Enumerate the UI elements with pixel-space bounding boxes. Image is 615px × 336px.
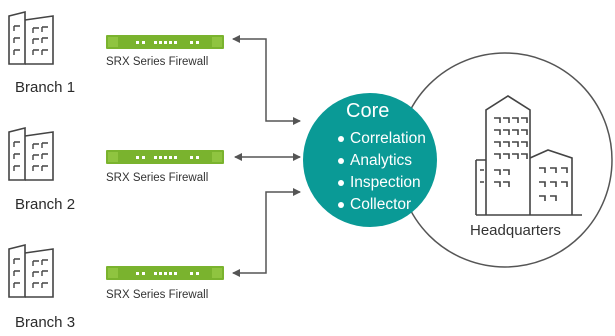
core-item-collector: Collector	[350, 196, 412, 213]
core-item-inspection: Inspection	[350, 174, 421, 191]
core-title: Core	[346, 100, 390, 122]
branch-3-firewall-icon	[106, 266, 224, 280]
branch-3-building-icon	[8, 244, 54, 298]
core-bullets	[338, 136, 344, 208]
connector-branch-3	[232, 188, 301, 277]
connector-branch-1	[232, 35, 301, 125]
core-circle	[303, 93, 437, 227]
branch-2-firewall-label: SRX Series Firewall	[106, 172, 209, 184]
branch-1-firewall-label: SRX Series Firewall	[106, 56, 209, 68]
bullet-analytics	[338, 158, 344, 164]
core-item-correlation: Correlation	[350, 130, 426, 147]
core-item-analytics: Analytics	[350, 152, 413, 169]
branch-1-building-icon	[8, 11, 54, 65]
bullet-collector	[338, 202, 344, 208]
branch-2-firewall-icon	[106, 150, 224, 164]
bullet-inspection	[338, 180, 344, 186]
office-tower-icon	[475, 95, 582, 216]
branch-2-label: Branch 2	[15, 196, 76, 213]
branch-3-label: Branch 3	[15, 314, 76, 331]
bullet-correlation	[338, 136, 344, 142]
branch-2-building-icon	[8, 127, 54, 181]
branch-3-firewall-label: SRX Series Firewall	[106, 289, 209, 301]
branch-1-firewall-icon	[106, 35, 224, 49]
headquarters-label: Headquarters	[470, 222, 561, 239]
branch-1-label: Branch 1	[15, 79, 76, 96]
